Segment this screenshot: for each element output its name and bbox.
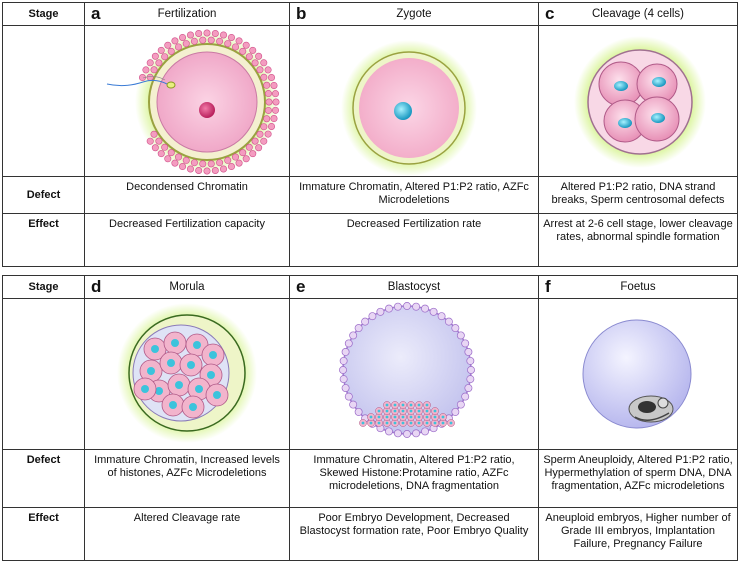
panel-b-header: b Zygote [289,2,539,26]
panel-e-letter: e [296,277,306,296]
panel-d-defect: Immature Chromatin, Increased levels of … [84,449,290,508]
morula-illustration [85,299,289,449]
defect-row-top: Defect Decondensed Chromatin Immature Ch… [2,176,738,214]
panel-e-header: e Blastocyst [289,275,539,299]
illustration-row-bottom [2,298,738,450]
panel-b-title: Zygote [396,7,432,20]
defect-label: Defect [2,449,85,508]
panel-b-letter: b [296,4,307,23]
panel-c-defect: Altered P1:P2 ratio, DNA strand breaks, … [538,176,738,214]
panel-c-title: Cleavage (4 cells) [591,7,685,20]
panel-f-header: f Foetus [538,275,738,299]
stage-label: Stage [2,2,85,26]
panel-d-effect: Altered Cleavage rate [84,507,290,561]
illustration-row-top [2,25,738,177]
panel-a-header: a Fertilization [84,2,290,26]
panel-f-letter: f [545,277,551,296]
stage-header-row-top: Stage a Fertilization b Zygote c Cleavage (… [2,2,738,26]
stage-label: Stage [2,275,85,299]
defect-label: Defect [2,176,85,214]
panel-c-effect: Arrest at 2-6 cell stage, lower cleavage… [538,213,738,267]
blank-label-cell [2,298,85,450]
separator-row [2,266,738,276]
panel-a-defect: Decondensed Chromatin [84,176,290,214]
panel-f-defect: Sperm Aneuploidy, Altered P1:P2 ratio, H… [538,449,738,508]
stage-header-row-bottom: Stage d Morula e Blastocyst f Foetus [2,275,738,299]
panel-e-effect: Poor Embryo Development, Decreased Blast… [289,507,539,561]
effect-row-top: Effect Decreased Fertilization capacity … [2,213,738,267]
panel-f-title: Foetus [620,280,656,293]
cleavage-illustration [539,26,737,176]
panel-e-title: Blastocyst [387,280,441,293]
effect-label: Effect [2,213,85,267]
blastocyst-illustration [290,299,538,449]
panel-a-letter: a [91,4,101,23]
fertilization-illustration [85,26,289,176]
panel-d-header: d Morula [84,275,290,299]
panel-b-defect: Immature Chromatin, Altered P1:P2 ratio,… [289,176,539,214]
panel-a-title: Fertilization [157,7,217,20]
panel-f-effect: Aneuploid embryos, Higher number of Grad… [538,507,738,561]
panel-b-effect: Decreased Fertilization rate [289,213,539,267]
panel-c-header: c Cleavage (4 cells) [538,2,738,26]
effect-row-bottom: Effect Altered Cleavage rate Poor Embryo… [2,507,738,561]
zygote-illustration [290,26,538,176]
panel-d-letter: d [91,277,102,296]
defect-row-bottom: Defect Immature Chromatin, Increased lev… [2,449,738,508]
panel-a-effect: Decreased Fertilization capacity [84,213,290,267]
panel-d-title: Morula [169,280,205,293]
effect-label: Effect [2,507,85,561]
panel-c-letter: c [545,4,555,23]
blank-label-cell [2,25,85,177]
panel-e-defect: Immature Chromatin, Altered P1:P2 ratio,… [289,449,539,508]
foetus-illustration [539,299,737,449]
